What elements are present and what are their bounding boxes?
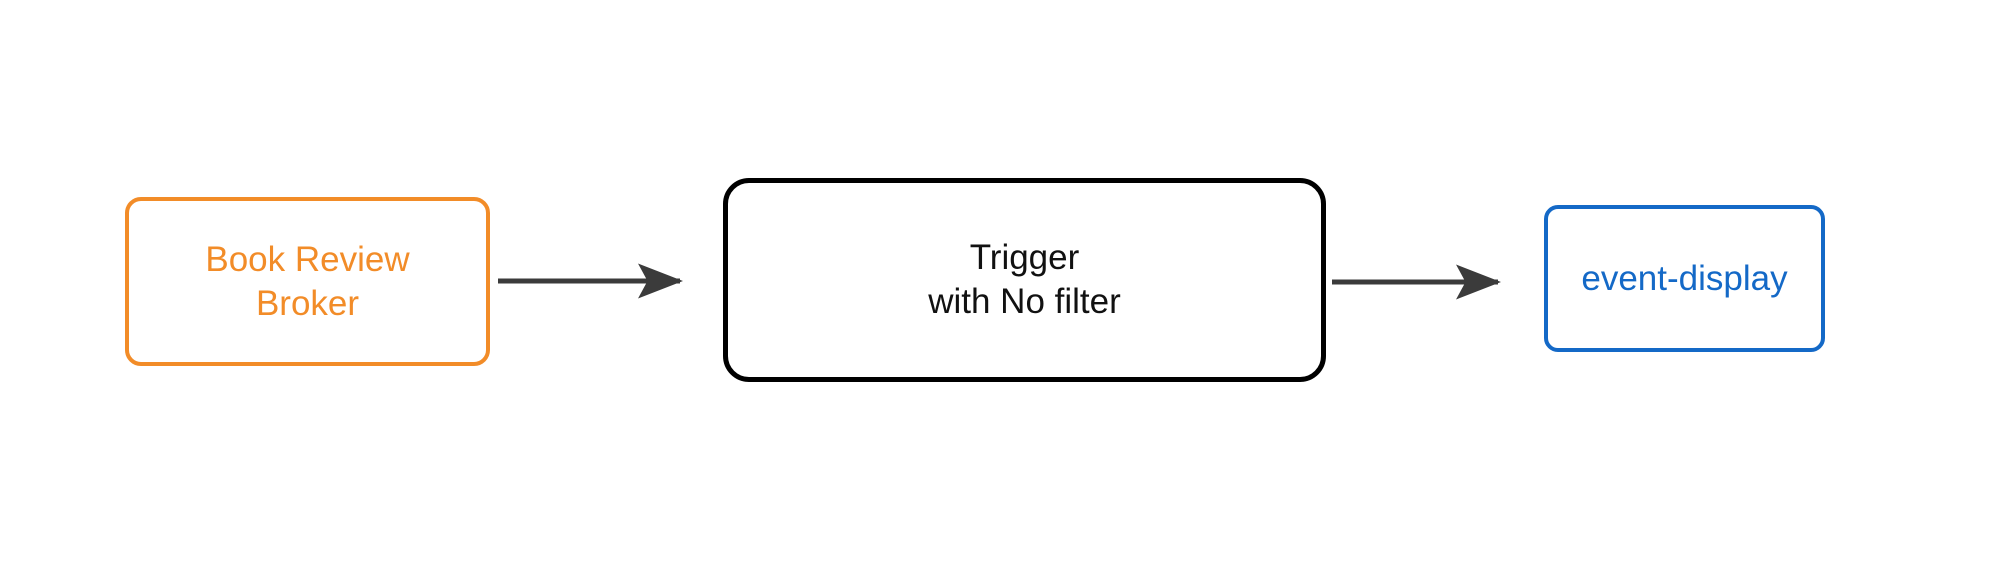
node-sink-label: event-display [1581, 258, 1788, 298]
node-event-display[interactable]: event-display [1544, 205, 1825, 352]
node-trigger-label: Trigger with No filter [928, 238, 1121, 321]
node-book-review-broker[interactable]: Book Review Broker [125, 197, 490, 366]
node-broker-label: Book Review Broker [205, 239, 410, 323]
node-trigger[interactable]: Trigger with No filter [723, 178, 1326, 382]
